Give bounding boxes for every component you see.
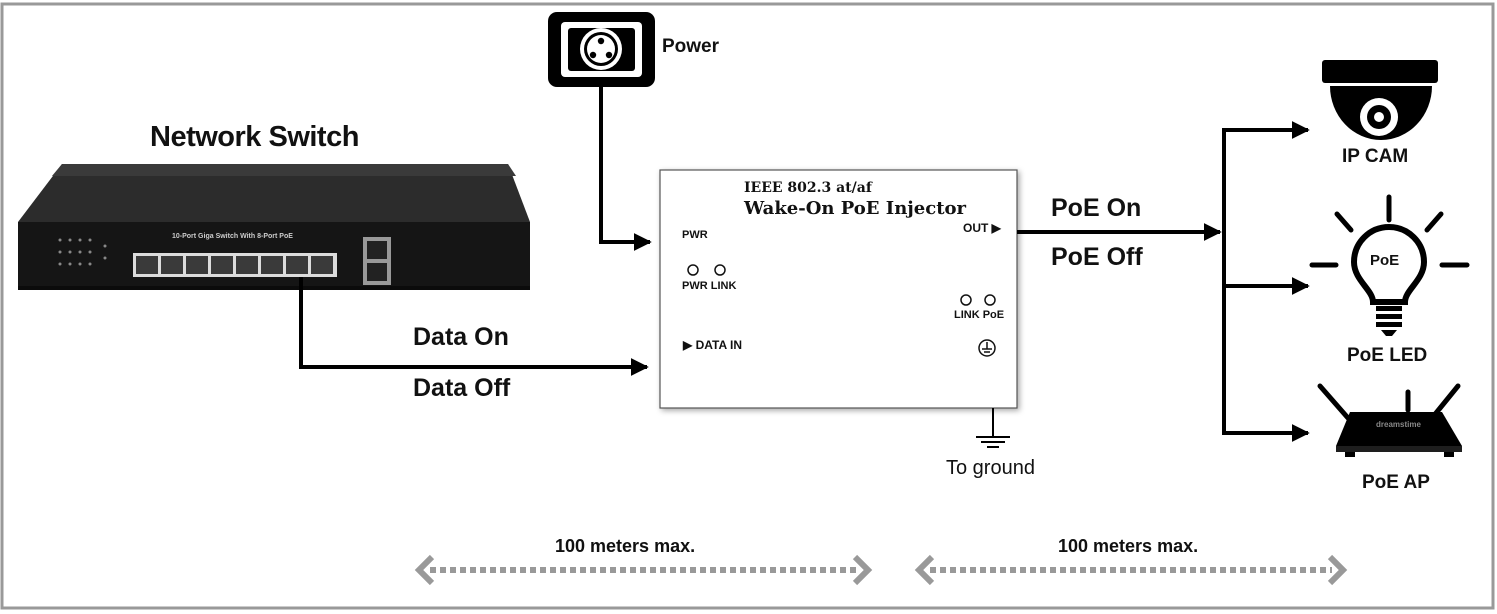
ground-terminal-icon — [978, 339, 996, 357]
router-icon — [1317, 383, 1462, 457]
dome-camera-icon — [1322, 60, 1438, 140]
injector-leds — [687, 264, 996, 306]
switch-ethernet-ports — [133, 253, 337, 277]
data-connection-line — [299, 277, 649, 376]
injector-led-labels-left: PWR LINK — [682, 280, 737, 292]
injector-out-label: OUT ▶ — [963, 221, 1001, 235]
distance-label-right: 100 meters max. — [1058, 536, 1199, 556]
power-outlet-icon — [548, 12, 655, 87]
poe-led-label: PoE LED — [1347, 345, 1428, 366]
power-label: Power — [662, 36, 720, 57]
injector-data-in-label: ▶ DATA IN — [683, 338, 742, 352]
injector-standard-label: IEEE 802.3 at/af — [744, 180, 872, 196]
power-connection-line — [599, 87, 652, 251]
poe-ap-label: PoE AP — [1362, 472, 1430, 493]
switch-title: Network Switch — [150, 121, 359, 153]
ground-symbol-icon — [976, 408, 1010, 448]
poe-off-label: PoE Off — [1051, 243, 1143, 271]
distance-arrow-left — [414, 554, 873, 586]
router-brand-text: dreamstime — [1376, 420, 1421, 429]
distance-label-left: 100 meters max. — [555, 536, 696, 556]
injector-name-label: Wake-On PoE Injector — [744, 198, 967, 219]
network-switch-device — [18, 164, 530, 290]
poe-on-label: PoE On — [1051, 194, 1142, 222]
distance-arrow-right — [914, 554, 1348, 586]
data-on-label: Data On — [413, 323, 509, 351]
injector-pwr-label: PWR — [682, 229, 708, 241]
output-distribution-lines — [1017, 121, 1310, 442]
poe-injector-box — [659, 169, 1018, 409]
switch-model-text: 10-Port Giga Switch With 8-Port PoE — [172, 233, 293, 240]
ground-label: To ground — [946, 457, 1035, 479]
light-bulb-icon — [1309, 194, 1470, 336]
switch-sfp-ports — [363, 237, 391, 285]
ip-cam-label: IP CAM — [1342, 146, 1409, 167]
bulb-text: PoE — [1370, 252, 1400, 269]
switch-status-leds — [58, 238, 107, 266]
injector-led-labels-right: LINK PoE — [954, 309, 1005, 321]
data-off-label: Data Off — [413, 374, 511, 402]
